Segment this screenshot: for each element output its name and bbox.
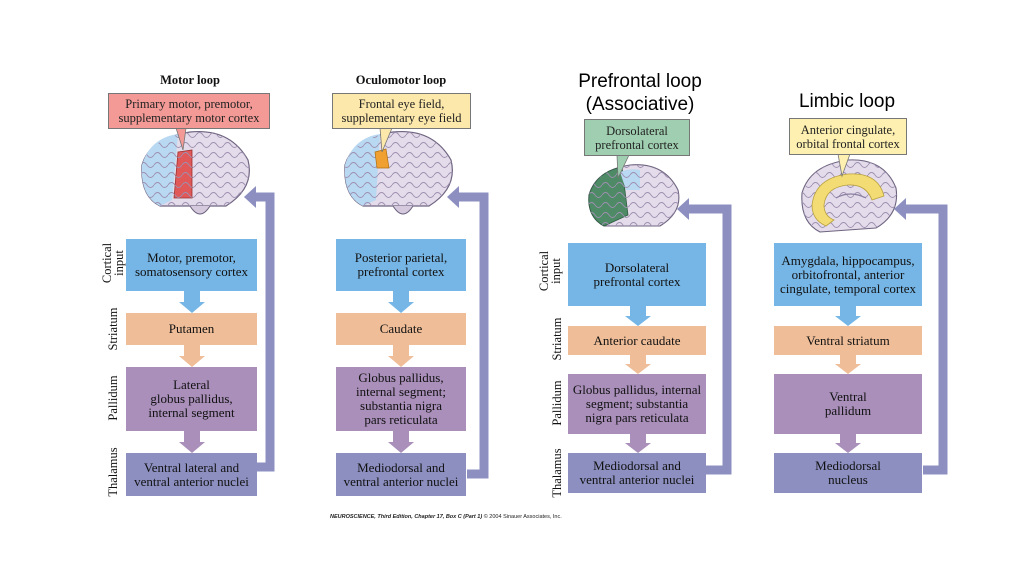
- prefrontal-loop-graphics: [588, 154, 732, 475]
- limbic-callout: Anterior cingulate, orbital frontal cort…: [789, 118, 907, 155]
- prefrontal-loop-title-line-1: Prefrontal loop: [578, 71, 702, 92]
- figure-credit: NEUROSCIENCE, Third Edition, Chapter 17,…: [330, 514, 562, 520]
- limbic-loop-graphics: [801, 153, 948, 475]
- motor-feedback-path: [255, 192, 275, 472]
- callout-line: Dorsolateral: [606, 123, 668, 138]
- prefrontal-label-pallidum: Pallidum: [550, 380, 564, 426]
- motor-striatum-box: Putamen: [126, 313, 257, 345]
- credit-copyright: © 2004 Sinauer Associates, Inc.: [483, 514, 562, 520]
- callout-line: Frontal eye field,: [358, 97, 445, 111]
- limbic-cortical-input-box: Amygdala, hippocampus,orbitofrontal, ant…: [774, 243, 922, 306]
- limbic-striatum-box: Ventral striatum: [774, 326, 922, 355]
- oculomotor-arrow-striatum-to-pallidum: [388, 345, 414, 367]
- oculomotor-feedback-path: [458, 192, 489, 479]
- oculomotor-loop-graphics: [344, 127, 489, 479]
- callout-line: supplementary eye field: [341, 111, 462, 125]
- oculomotor-pallidum-box: Globus pallidus,internal segment;substan…: [336, 367, 466, 431]
- callout-line: prefrontal cortex: [595, 137, 679, 152]
- oculomotor-brain-icon: [344, 130, 453, 215]
- limbic-arrow-striatum-to-pallidum: [835, 355, 861, 374]
- limbic-arrow-pallidum-to-thalamus: [835, 434, 861, 453]
- motor-arrow-striatum-to-pallidum: [179, 345, 205, 367]
- prefrontal-callout: Dorsolateral prefrontal cortex: [584, 119, 690, 156]
- motor-arrow-cortical-to-striatum: [179, 291, 205, 313]
- prefrontal-label-striatum: Striatum: [550, 317, 564, 361]
- callout-line: Primary motor, premotor,: [125, 97, 253, 111]
- limbic-arrow-cortical-to-striatum: [835, 306, 861, 326]
- prefrontal-loop-title-line-2: (Associative): [585, 94, 695, 115]
- callout-line: supplementary motor cortex: [118, 111, 260, 125]
- oculomotor-cortical-input-box: Posterior parietal,prefrontal cortex: [336, 239, 466, 291]
- limbic-feedback-arrowhead: [894, 198, 906, 220]
- callout-line: Anterior cingulate,: [800, 122, 896, 137]
- prefrontal-arrow-striatum-to-pallidum: [625, 355, 651, 374]
- callout-line: orbital frontal cortex: [796, 136, 900, 151]
- prefrontal-feedback-path: [688, 204, 732, 475]
- oculomotor-loop-title: Oculomotor loop: [355, 73, 447, 87]
- motor-label-thalamus: Thalamus: [106, 447, 120, 497]
- oculomotor-arrow-pallidum-to-thalamus: [388, 431, 414, 453]
- oculomotor-arrow-cortical-to-striatum: [388, 291, 414, 313]
- prefrontal-feedback-arrowhead: [677, 198, 689, 220]
- prefrontal-arrow-cortical-to-striatum: [625, 306, 651, 326]
- motor-label-pallidum: Pallidum: [106, 375, 120, 421]
- motor-feedback-arrowhead: [244, 186, 256, 208]
- oculomotor-feedback-arrowhead: [447, 186, 459, 208]
- motor-loop-title: Motor loop: [160, 73, 220, 87]
- prefrontal-brain-icon: [588, 164, 680, 227]
- prefrontal-striatum-box: Anterior caudate: [568, 326, 706, 355]
- motor-brain-icon: [141, 130, 250, 215]
- motor-callout: Primary motor, premotor, supplementary m…: [108, 93, 270, 129]
- limbic-brain-icon: [801, 159, 898, 233]
- motor-label-striatum: Striatum: [106, 307, 120, 351]
- credit-book: NEUROSCIENCE, Third Edition, Chapter 17,…: [330, 514, 483, 520]
- limbic-loop-title: Limbic loop: [798, 91, 896, 112]
- oculomotor-callout: Frontal eye field, supplementary eye fie…: [332, 93, 471, 129]
- motor-cortical-input-box: Motor, premotor,somatosensory cortex: [126, 239, 257, 291]
- motor-loop-graphics: [141, 127, 275, 472]
- prefrontal-label-thalamus: Thalamus: [550, 448, 564, 498]
- motor-arrow-pallidum-to-thalamus: [179, 431, 205, 453]
- prefrontal-loop-title: Prefrontal loop (Associative): [560, 70, 720, 116]
- limbic-feedback-path: [905, 204, 948, 475]
- prefrontal-arrow-pallidum-to-thalamus: [625, 434, 651, 453]
- oculomotor-striatum-box: Caudate: [336, 313, 466, 345]
